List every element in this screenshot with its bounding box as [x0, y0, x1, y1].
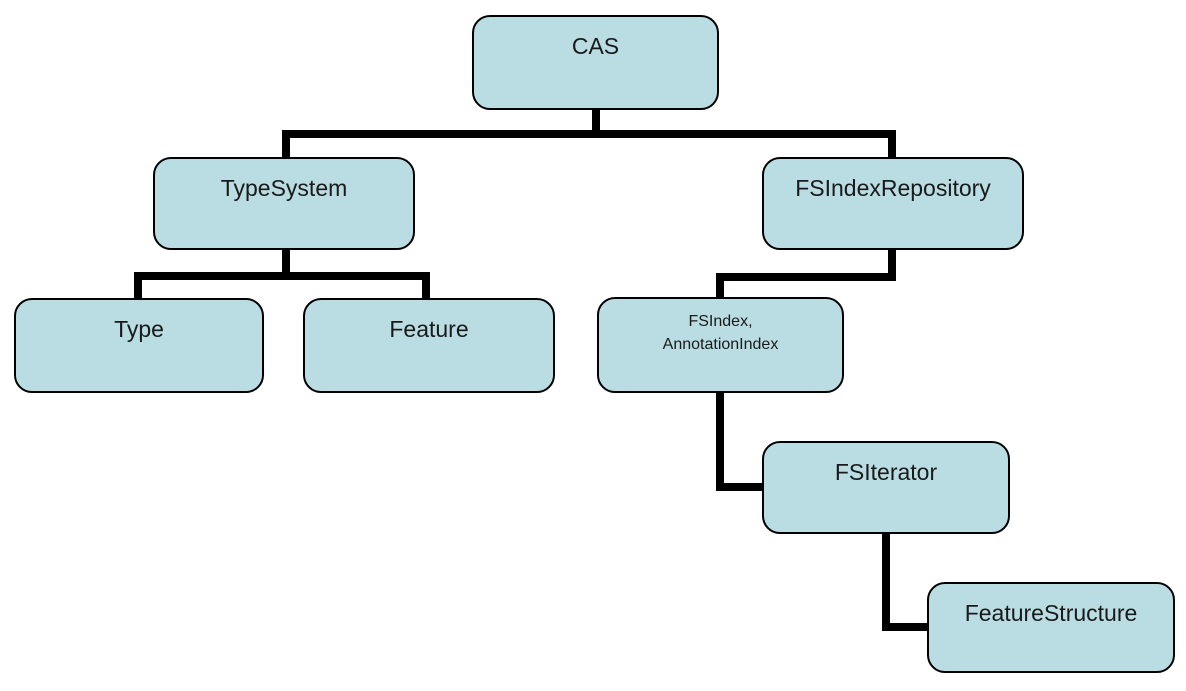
- edge-typesystem-stem: [282, 250, 290, 280]
- node-cas: CAS: [472, 15, 719, 110]
- node-feature: Feature: [303, 298, 555, 393]
- node-typesystem: TypeSystem: [153, 157, 415, 250]
- edge-fsindex-fsiterator-horizontal: [716, 483, 764, 491]
- edge-typesystem-type-drop: [134, 272, 142, 298]
- edge-cas-typesystem-drop: [282, 130, 290, 157]
- node-fsindexrepository-label: FSIndexRepository: [795, 175, 991, 201]
- edge-fsiterator-featurestructure-horizontal: [882, 623, 929, 631]
- node-featurestructure-label: FeatureStructure: [964, 600, 1138, 626]
- edge-fsindex-fsiterator-vertical: [716, 392, 724, 491]
- edge-fsindexrepository-bar: [716, 273, 896, 281]
- node-featurestructure: FeatureStructure: [927, 582, 1175, 673]
- edge-cas-fsindexrepository-drop: [888, 130, 896, 157]
- node-fsiterator: FSIterator: [762, 441, 1010, 534]
- edge-typesystem-feature-drop: [422, 272, 430, 298]
- node-fsiterator-label: FSIterator: [834, 459, 938, 485]
- edge-fsindexrepository-stem: [888, 250, 896, 281]
- node-fsindex-annotationindex: FSIndex, AnnotationIndex: [597, 297, 844, 393]
- node-fsindex-label-line2: AnnotationIndex: [662, 336, 779, 353]
- edge-cas-stem: [592, 110, 600, 138]
- node-cas-label: CAS: [571, 33, 620, 59]
- node-type-label: Type: [114, 316, 164, 342]
- node-fsindex-label-line1: FSIndex,: [688, 313, 753, 330]
- node-feature-label: Feature: [389, 316, 469, 342]
- edge-cas-children-bar: [282, 130, 896, 138]
- edge-fsindexrepository-fsindex-drop: [716, 273, 724, 297]
- node-typesystem-label: TypeSystem: [220, 175, 348, 201]
- node-fsindexrepository: FSIndexRepository: [762, 157, 1024, 250]
- edge-fsiterator-featurestructure-vertical: [882, 533, 890, 631]
- edge-typesystem-children-bar: [134, 272, 430, 280]
- node-type: Type: [14, 298, 264, 393]
